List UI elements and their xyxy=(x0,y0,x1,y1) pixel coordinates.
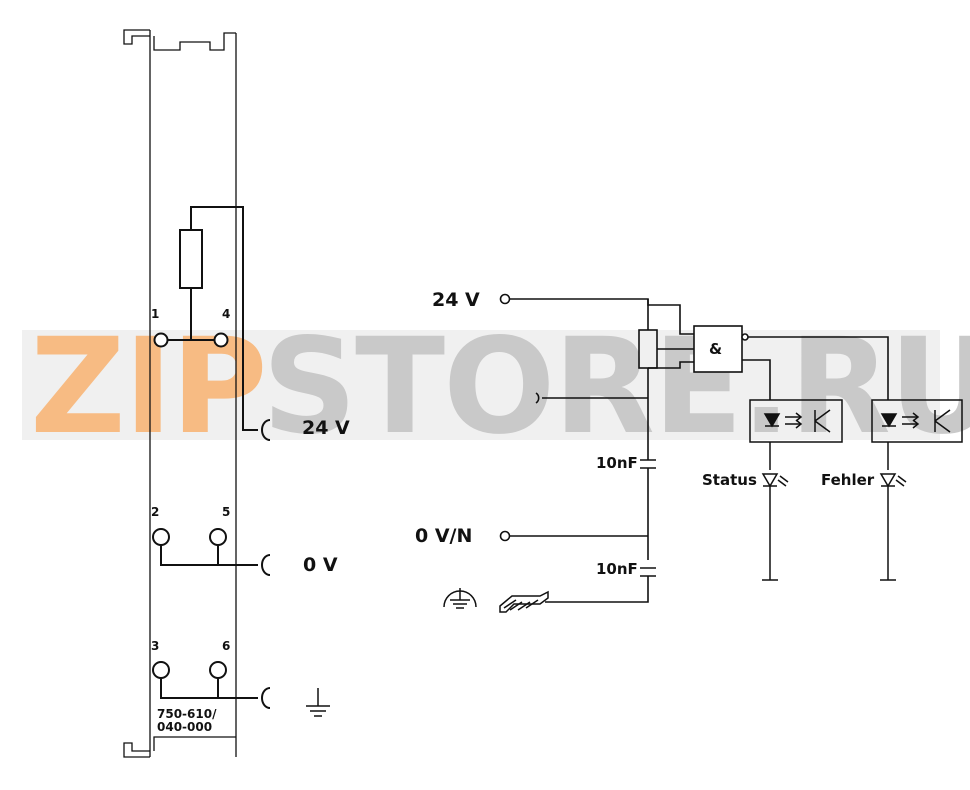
bus-0v xyxy=(160,545,258,566)
terminal-3-label: 3 xyxy=(151,639,159,653)
terminal-group-pe xyxy=(152,661,271,709)
opto-status-arrowheads xyxy=(795,412,803,429)
watermark-text-zip: ZIP xyxy=(30,310,266,464)
terminal-2-circle xyxy=(152,528,170,546)
watermark-text-store: STORE.RU xyxy=(262,310,970,464)
and-input-3 xyxy=(648,361,694,369)
opto-status-led-icon xyxy=(763,413,781,428)
right-0v-terminal xyxy=(499,530,511,542)
fuse-top-wire xyxy=(190,206,258,431)
terminal-1-circle xyxy=(153,332,169,348)
terminal-5-circle xyxy=(209,528,227,546)
ground-bars xyxy=(306,705,330,717)
and-gate xyxy=(693,325,889,400)
optocoupler-fehler xyxy=(871,399,963,581)
label-right-0vn: 0 V/N xyxy=(415,525,472,547)
fehler-led-icon xyxy=(879,473,897,488)
fuse-symbol xyxy=(179,229,203,289)
label-cap-bottom: 10nF xyxy=(596,560,638,578)
housing-bottom-left-latch xyxy=(123,742,150,758)
housing-bottom-notch xyxy=(153,736,236,751)
optocoupler-status xyxy=(749,399,843,581)
din-rail-body xyxy=(499,590,549,613)
module-housing xyxy=(123,29,237,758)
right-supply-circuit xyxy=(499,293,694,603)
terminal-4-label: 4 xyxy=(222,307,230,321)
watermark-band xyxy=(22,330,940,440)
terminal-5-label: 5 xyxy=(222,505,230,519)
opto-status-box xyxy=(749,399,843,443)
din-rail-icon xyxy=(499,590,549,613)
terminal-1-label: 1 xyxy=(151,307,159,321)
terminal-3-circle xyxy=(152,661,170,679)
and-gate-inverter xyxy=(741,333,749,341)
contact-pe-left xyxy=(261,687,271,709)
and-output-status xyxy=(742,359,771,400)
and-output-fehler xyxy=(748,336,889,400)
and-gate-box xyxy=(693,325,743,373)
terminal-2-label: 2 xyxy=(151,505,159,519)
label-status: Status xyxy=(702,471,757,489)
label-cap-top: 10nF xyxy=(596,454,638,472)
opto-fehler-arrowheads xyxy=(912,412,920,429)
din-rail-hatch xyxy=(503,599,539,611)
contact-24v-left xyxy=(261,419,271,441)
label-left-24v: 24 V xyxy=(302,417,350,439)
right-side-contact xyxy=(535,392,540,404)
housing-top-left-latch xyxy=(123,29,150,45)
contact-0v-left xyxy=(261,554,271,576)
status-led-rays xyxy=(777,475,789,487)
status-led-icon xyxy=(761,473,779,488)
opto-fehler-led-icon xyxy=(880,413,898,428)
capacitor-2 xyxy=(640,567,656,577)
terminal-6-circle xyxy=(209,661,227,679)
label-left-0v: 0 V xyxy=(303,554,338,576)
labels: 1 4 2 5 3 6 24 V 0 V 750-610/ 040-000 24… xyxy=(151,289,875,734)
right-24v-terminal xyxy=(499,293,511,305)
fuse-circuit xyxy=(153,206,271,441)
protective-earth-icon xyxy=(443,588,477,609)
opto-status-arrows-icon xyxy=(785,416,800,425)
opto-status-transistor-icon xyxy=(814,409,831,433)
part-number-line2: 040-000 xyxy=(157,720,212,734)
pe-bars xyxy=(450,599,470,609)
cap2-to-rail xyxy=(545,576,649,603)
and-gate-label: & xyxy=(709,340,722,358)
label-right-24v: 24 V xyxy=(432,289,480,311)
part-number-line1: 750-610/ xyxy=(157,707,217,721)
terminal-4-circle xyxy=(213,332,229,348)
opto-fehler-arrows-icon xyxy=(902,416,917,425)
housing-top-notch xyxy=(153,32,236,51)
terminal-group-0v xyxy=(152,528,271,576)
bus-pe xyxy=(160,678,258,699)
and-input-1 xyxy=(647,299,694,335)
opto-fehler-transistor-icon xyxy=(934,409,951,433)
ground-icon xyxy=(306,688,330,717)
opto-fehler-box xyxy=(871,399,963,443)
watermark: ZIP STORE.RU xyxy=(22,310,970,464)
fehler-led-rays xyxy=(895,475,907,487)
label-fehler: Fehler xyxy=(821,471,875,489)
terminal-6-label: 6 xyxy=(222,639,230,653)
